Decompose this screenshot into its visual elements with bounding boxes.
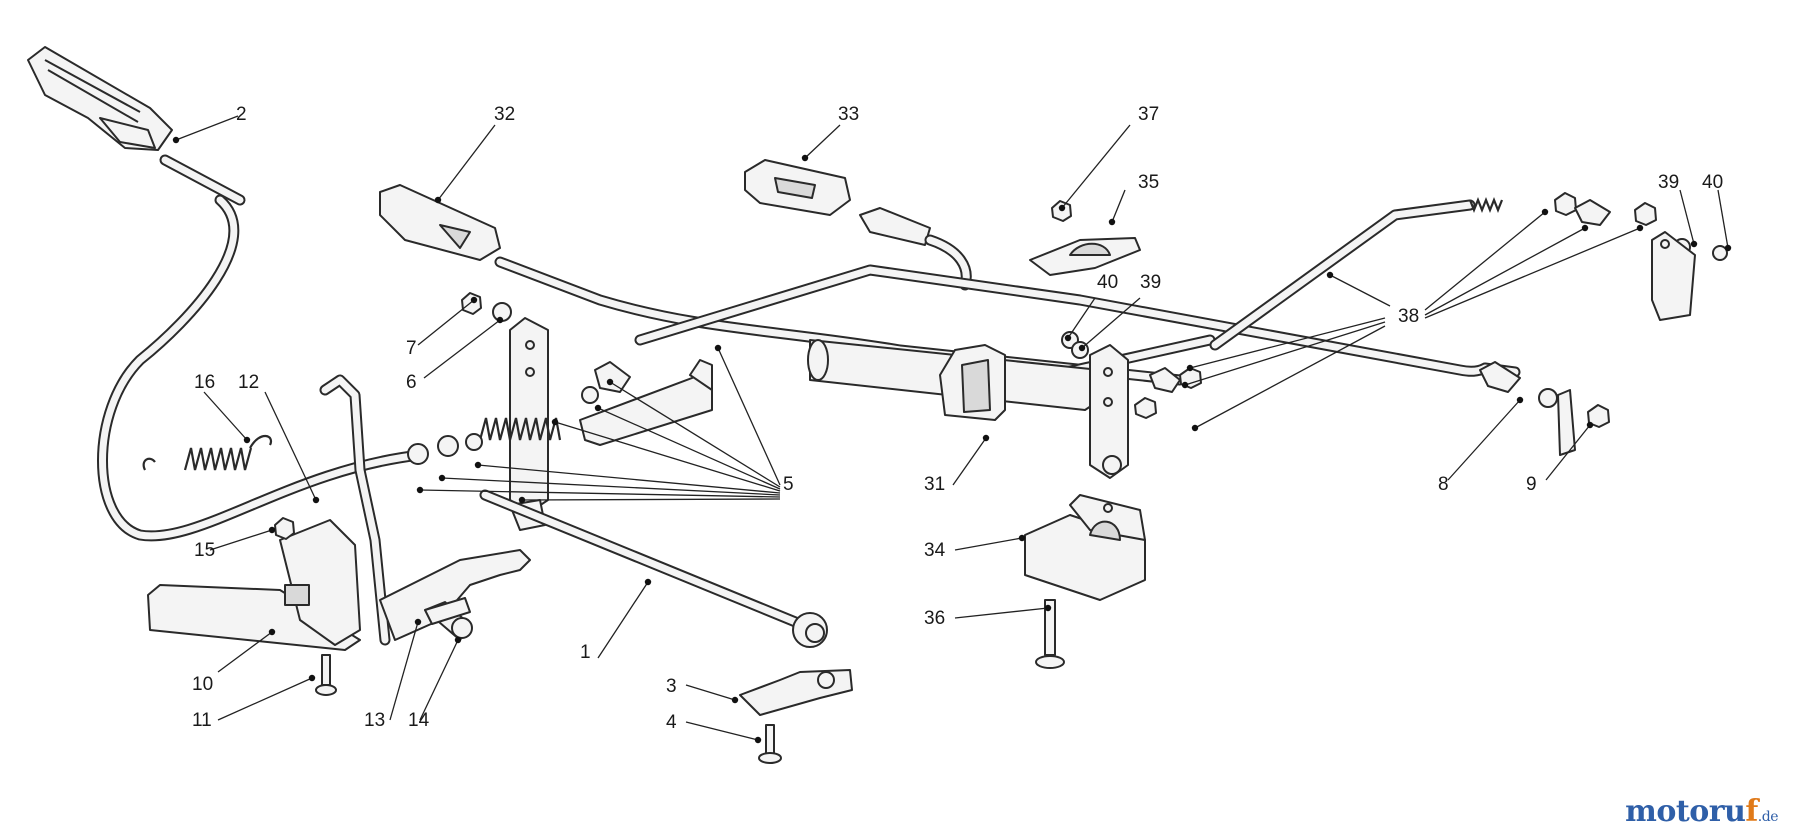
callout-10: 10 [192,674,213,695]
callout-labels: 2 32 33 37 35 40 39 39 40 38 7 6 16 12 5… [192,104,1723,733]
callout-34: 34 [924,540,946,561]
part-16-spring [142,434,273,471]
callout-36: 36 [924,608,945,629]
callout-6: 6 [406,372,417,393]
callout-13: 13 [364,710,385,731]
callout-9: 9 [1526,474,1537,495]
part-10-bracket [147,519,361,651]
callout-31: 31 [924,474,945,495]
callout-5: 5 [783,474,794,495]
latch-plate [379,549,531,641]
callout-11: 11 [192,710,212,731]
part-36-bolt [1035,599,1065,669]
part-2-handle-grip [27,46,246,206]
callout-12: 12 [238,372,259,393]
callout-35: 35 [1138,172,1159,193]
turnbuckle-ends [594,199,1611,393]
watermark-part3: .de [1757,809,1779,825]
part-1-long-bar [479,489,828,648]
callout-2: 2 [236,104,247,125]
part-38-rod [1209,197,1504,351]
callout-37: 37 [1138,104,1159,125]
part-34-block [1024,494,1146,601]
leader-lines [172,115,1732,744]
thin-plates [1557,231,1696,456]
control-cable-loop [97,194,426,542]
right-bracket-plate [1089,344,1129,479]
callout-15: 15 [194,540,215,561]
callout-38: 38 [1398,306,1419,327]
left-vertical-plate [509,317,549,531]
watermark-part1: motoru [1625,794,1746,829]
callout-3: 3 [666,676,677,697]
small-bolts [315,597,782,764]
part-35-clamp [1029,237,1141,276]
watermark-logo: motoruf.de [1625,794,1778,829]
z-lever [319,374,391,646]
part-31-cross-shaft [807,339,1101,421]
callout-1: 1 [580,642,591,663]
callout-32: 32 [494,104,515,125]
callout-39a: 39 [1140,272,1161,293]
callout-33: 33 [838,104,859,125]
callout-40a: 40 [1097,272,1118,293]
part-33-cap [744,159,972,291]
callout-40b: 40 [1702,172,1723,193]
compression-spring [478,417,562,441]
callout-8: 8 [1438,474,1449,495]
part-3-clamp [739,669,853,716]
part-32-lever-cap [379,184,1186,386]
callout-16: 16 [194,372,215,393]
watermark-part2: f [1745,794,1758,829]
u-bracket [579,359,713,446]
callout-14: 14 [408,710,430,731]
callout-39b: 39 [1658,172,1679,193]
callout-4: 4 [666,712,677,733]
callout-7: 7 [406,338,417,359]
